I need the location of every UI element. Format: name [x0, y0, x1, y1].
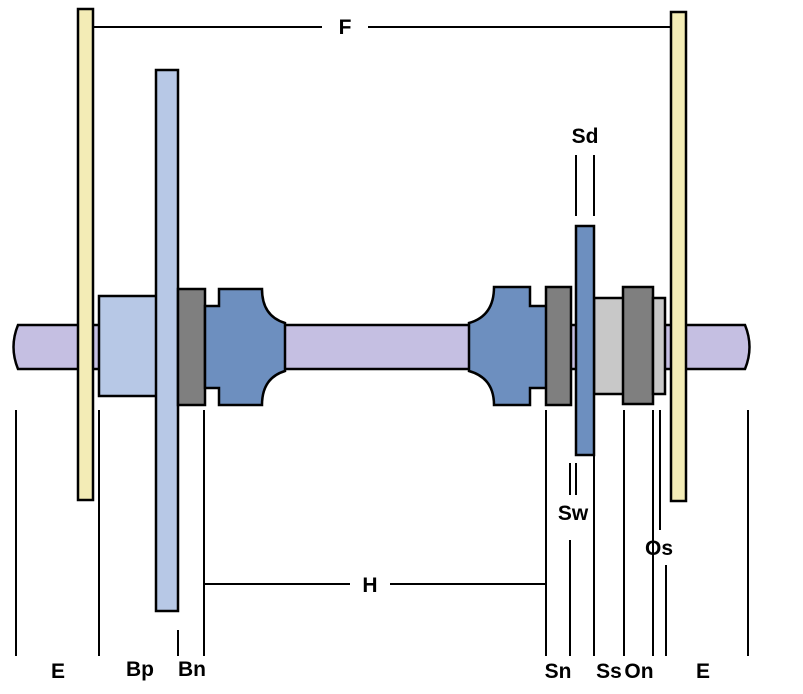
hub-flange-right [467, 285, 550, 407]
sprocket-nut [544, 285, 573, 407]
label-sn: Sn [545, 660, 572, 683]
label-sw: Sw [558, 502, 589, 525]
label-f: F [339, 16, 352, 39]
sprocket-spacer [592, 296, 626, 396]
hub-flange-left [203, 287, 287, 407]
label-ss: Ss [596, 660, 622, 683]
label-bn: Bn [178, 658, 206, 681]
outer-spacer [651, 296, 667, 396]
outer-nut [621, 285, 655, 406]
label-on: On [624, 660, 653, 683]
brake-disc [154, 68, 180, 613]
label-h: H [362, 574, 377, 597]
frame-plate-right [669, 10, 688, 503]
brake-nut [176, 287, 207, 407]
label-e-left: E [51, 660, 65, 683]
frame-plate-left [76, 7, 95, 502]
label-bp: Bp [126, 658, 154, 681]
label-e-right: E [696, 660, 710, 683]
sprocket-disc [574, 224, 596, 457]
label-sd: Sd [572, 125, 599, 148]
label-os: Os [645, 537, 673, 560]
